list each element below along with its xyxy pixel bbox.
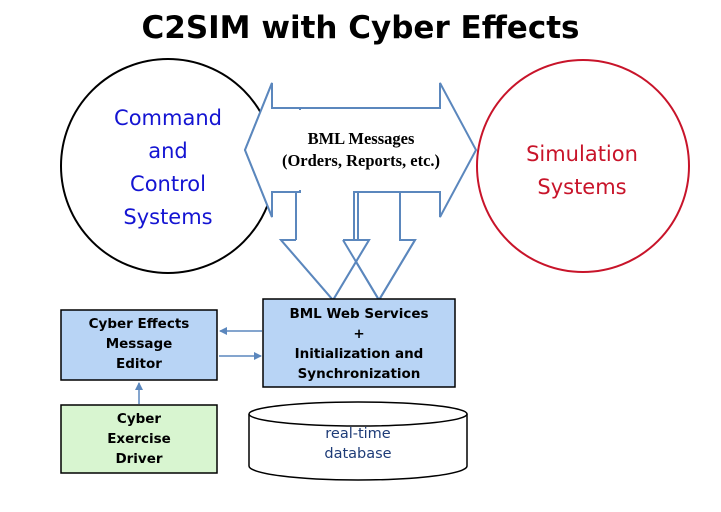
web-services-line: + bbox=[353, 326, 365, 342]
bml-messages-line: BML Messages bbox=[307, 129, 415, 148]
database-label: real-time database bbox=[250, 424, 466, 464]
simulation-line: Simulation bbox=[526, 142, 638, 166]
bml-arrow-down-head-2 bbox=[342, 239, 417, 302]
database-line: database bbox=[324, 446, 392, 462]
command-control-line: Command bbox=[114, 106, 222, 130]
command-control-line: Systems bbox=[123, 205, 213, 229]
simulation-label: Simulation Systems bbox=[482, 138, 682, 204]
diagram-title: C2SIM with Cyber Effects bbox=[141, 10, 580, 46]
web-services-line: Synchronization bbox=[297, 366, 421, 382]
command-control-line: Control bbox=[130, 172, 206, 196]
bml-arrow-fill-cover bbox=[274, 110, 438, 190]
driver-label: Cyber Exercise Driver bbox=[61, 409, 217, 469]
editor-line: Message bbox=[105, 336, 173, 352]
database-line: real-time bbox=[325, 426, 391, 442]
web-services-line: BML Web Services bbox=[289, 306, 429, 322]
driver-box bbox=[60, 404, 218, 474]
bml-messages-line: (Orders, Reports, etc.) bbox=[281, 151, 441, 170]
bml-messages-label: BML Messages (Orders, Reports, etc.) bbox=[245, 128, 477, 172]
editor-label: Cyber Effects Message Editor bbox=[61, 314, 217, 374]
driver-line: Cyber bbox=[116, 411, 162, 427]
command-control-line: and bbox=[148, 139, 188, 163]
web-services-label: BML Web Services + Initialization and Sy… bbox=[263, 304, 455, 384]
bml-arrow-down-head-1 bbox=[280, 239, 371, 302]
editor-line: Cyber Effects bbox=[88, 316, 190, 332]
editor-line: Editor bbox=[116, 356, 162, 372]
database-cylinder-top bbox=[248, 401, 468, 427]
driver-line: Exercise bbox=[107, 431, 171, 447]
web-services-line: Initialization and bbox=[294, 346, 424, 362]
driver-line: Driver bbox=[115, 451, 163, 467]
editor-box bbox=[60, 309, 218, 381]
simulation-circle bbox=[476, 59, 690, 273]
database-cylinder bbox=[248, 414, 468, 481]
simulation-line: Systems bbox=[537, 175, 627, 199]
command-control-label: Command and Control Systems bbox=[68, 102, 268, 234]
web-services-box bbox=[262, 298, 456, 388]
